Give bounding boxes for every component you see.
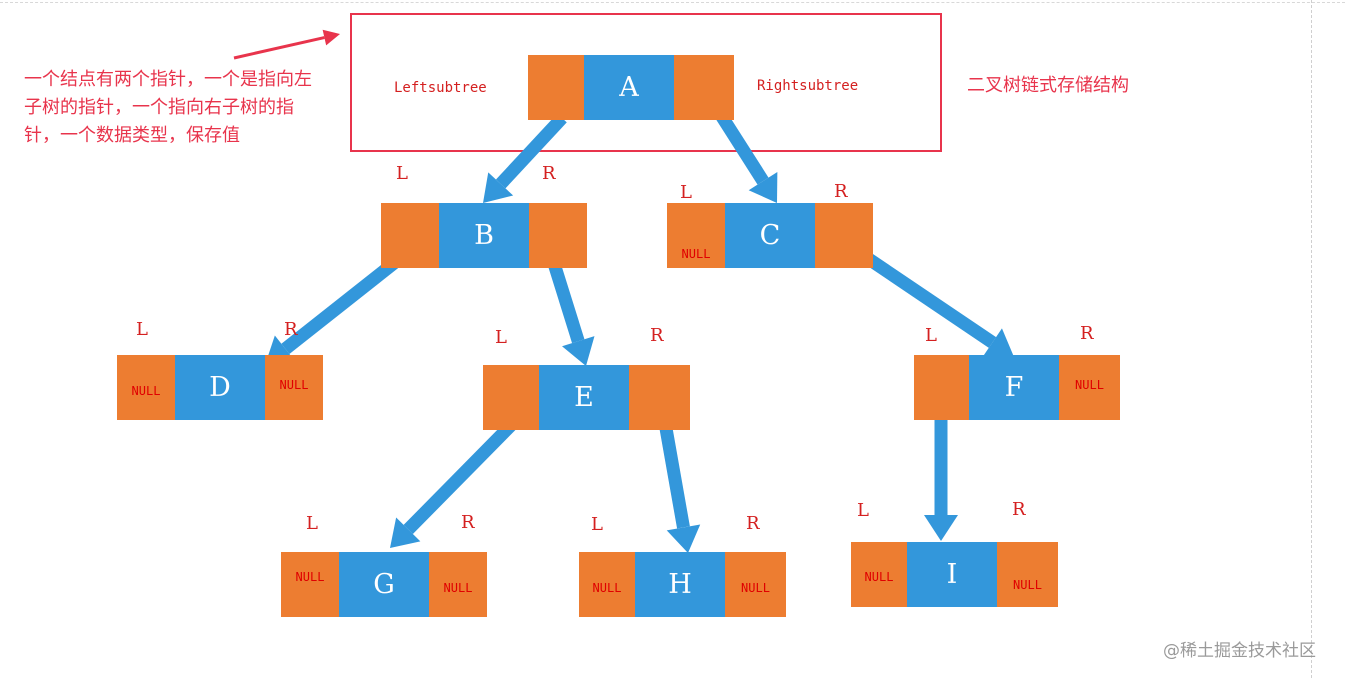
pointer-label-left: L <box>396 163 408 184</box>
pointer-label-right: R <box>1080 323 1094 344</box>
right-pointer-cell: NULL <box>725 552 786 617</box>
node-key: D <box>175 355 265 420</box>
arrow-shaft <box>495 113 567 189</box>
arrow-head <box>924 515 958 541</box>
node-key: I <box>907 542 997 607</box>
pointer-label-right: R <box>834 181 848 202</box>
arrow-b-to-e <box>545 255 595 366</box>
page-top-border <box>0 2 1345 3</box>
null-label: NULL <box>864 570 894 584</box>
arrow-shaft <box>281 246 413 354</box>
node-key: C <box>725 203 815 268</box>
right-pointer-cell <box>529 203 587 268</box>
null-label: NULL <box>1013 578 1042 592</box>
arrow-b-to-d <box>265 246 413 365</box>
left-pointer-cell: NULL <box>667 203 725 268</box>
null-label: NULL <box>681 247 711 261</box>
null-label: NULL <box>741 581 770 595</box>
node-key: A <box>584 55 674 120</box>
node-d: NULL D NULL <box>117 355 323 420</box>
pointer-label-right: R <box>1012 499 1026 520</box>
arrow-head <box>666 524 701 553</box>
node-key: G <box>339 552 429 617</box>
arrow-head <box>748 171 778 203</box>
pointer-label-left: L <box>495 327 507 348</box>
node-key: B <box>439 203 529 268</box>
arrow-shaft <box>545 255 585 344</box>
node-structure-frame <box>350 13 942 152</box>
node-h: NULL H NULL <box>579 552 786 617</box>
node-g: NULL G NULL <box>281 552 487 617</box>
null-label: NULL <box>131 384 161 398</box>
left-pointer-cell: NULL <box>117 355 175 420</box>
node-i: NULL I NULL <box>851 542 1058 607</box>
node-a: A <box>528 55 734 120</box>
null-label: NULL <box>592 581 622 595</box>
pointer-label-right: R <box>542 163 556 184</box>
arrow-head <box>390 517 421 548</box>
pointer-label-left: L <box>136 319 148 340</box>
arrow-head <box>982 328 1014 357</box>
left-pointer-cell: NULL <box>579 552 635 617</box>
arrow-a-to-b <box>483 113 567 203</box>
right-pointer-cell <box>674 55 734 120</box>
pointer-label-left: L <box>857 500 869 521</box>
pointer-label-left: L <box>680 182 692 203</box>
watermark: @稀土掘金技术社区 <box>1163 641 1316 661</box>
arrow-shaft <box>233 36 325 60</box>
diagram-title: 二叉树链式存储结构 <box>967 75 1129 96</box>
right-pointer-cell <box>629 365 690 430</box>
null-label: NULL <box>443 581 473 595</box>
left-subtree-label: Leftsubtree <box>394 80 487 96</box>
pointer-label-right: R <box>461 512 475 533</box>
node-key: F <box>969 355 1059 420</box>
node-f: F NULL <box>914 355 1120 420</box>
arrow-shaft <box>657 415 690 529</box>
right-pointer-cell: NULL <box>1059 355 1120 420</box>
arrow-head <box>562 336 595 366</box>
left-pointer-cell: NULL <box>851 542 907 607</box>
arrow-e-to-h <box>657 415 701 553</box>
pointer-label-right: R <box>746 513 760 534</box>
node-b: B <box>381 203 587 268</box>
right-pointer-cell: NULL <box>997 542 1058 607</box>
left-pointer-cell: NULL <box>281 552 339 617</box>
right-pointer-cell: NULL <box>429 552 487 617</box>
node-e: E <box>483 365 690 430</box>
pointer-label-left: L <box>591 514 603 535</box>
null-label: NULL <box>1075 378 1104 392</box>
left-pointer-cell <box>528 55 584 120</box>
node-key: E <box>539 365 629 430</box>
pointer-label-left: L <box>306 513 318 534</box>
left-pointer-cell <box>483 365 539 430</box>
right-pointer-cell <box>815 203 873 268</box>
pointer-label-right: R <box>650 325 664 346</box>
node-c: NULL C <box>667 203 873 268</box>
right-subtree-label: Rightsubtree <box>757 78 859 94</box>
left-pointer-cell <box>381 203 439 268</box>
null-label: NULL <box>295 570 325 584</box>
arrow-e-to-g <box>390 405 531 548</box>
annotation-text: 一个结点有两个指针，一个是指向左子树的指针，一个指向右子树的指针，一个数据类型，… <box>24 69 312 146</box>
page-right-margin <box>1311 0 1312 678</box>
pointer-label-left: L <box>925 325 937 346</box>
right-pointer-cell: NULL <box>265 355 323 420</box>
annotation-arrow <box>233 29 340 60</box>
arrow-f-to-i <box>924 402 958 541</box>
left-pointer-cell <box>914 355 969 420</box>
pointer-label-right: R <box>284 319 298 340</box>
arrow-head <box>483 172 514 203</box>
arrow-head <box>322 29 340 46</box>
null-label: NULL <box>279 378 309 392</box>
node-key: H <box>635 552 725 617</box>
